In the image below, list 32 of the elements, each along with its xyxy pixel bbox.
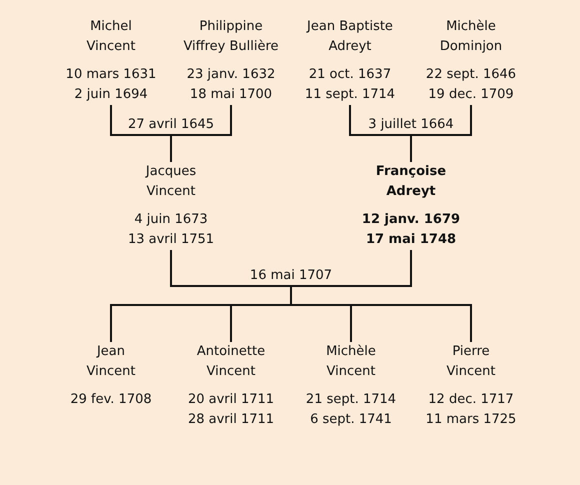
date-text: 29 fev. 1708 xyxy=(70,391,152,409)
person-name: Philippine Viffrey Bullière xyxy=(182,18,280,56)
date-text: 19 dec. 1709 xyxy=(428,86,514,104)
family-tree-line xyxy=(170,105,232,162)
date-text: 4 juin 1673 xyxy=(134,211,208,229)
date-text: 18 mai 1700 xyxy=(190,86,272,104)
family-tree-line xyxy=(410,105,472,162)
date-text: 10 mars 1631 xyxy=(66,66,156,84)
date-text: 21 oct. 1637 xyxy=(308,66,392,84)
person-name: Jean Baptiste Adreyt xyxy=(305,18,394,56)
date-text: 11 sept. 1714 xyxy=(304,86,396,104)
date-text: 12 janv. 1679 xyxy=(362,211,460,229)
date-text: 21 sept. 1714 xyxy=(306,391,396,409)
date-text: 17 mai 1748 xyxy=(366,231,456,249)
date-text: 11 mars 1725 xyxy=(426,411,516,429)
family-tree-line xyxy=(290,250,472,342)
person-name: Françoise Adreyt xyxy=(374,163,448,201)
person-name: Antoinette Vincent xyxy=(196,343,266,381)
person-name: Pierre Vincent xyxy=(446,343,496,381)
person-name: Michèle Vincent xyxy=(325,343,377,381)
date-text: 2 juin 1694 xyxy=(74,86,148,104)
person-name: Michèle Dominjon xyxy=(438,18,504,56)
person-name: Jacques Vincent xyxy=(144,163,198,201)
date-text: 20 avril 1711 xyxy=(188,391,274,409)
date-text: 6 sept. 1741 xyxy=(310,411,392,429)
date-text: 23 janv. 1632 xyxy=(186,66,276,84)
person-name: Michel Vincent xyxy=(86,18,136,56)
date-text: 13 avril 1751 xyxy=(128,231,214,249)
date-text: 22 sept. 1646 xyxy=(426,66,516,84)
person-name: Jean Vincent xyxy=(86,343,136,381)
date-text: 12 dec. 1717 xyxy=(428,391,514,409)
date-text: 28 avril 1711 xyxy=(188,411,274,429)
